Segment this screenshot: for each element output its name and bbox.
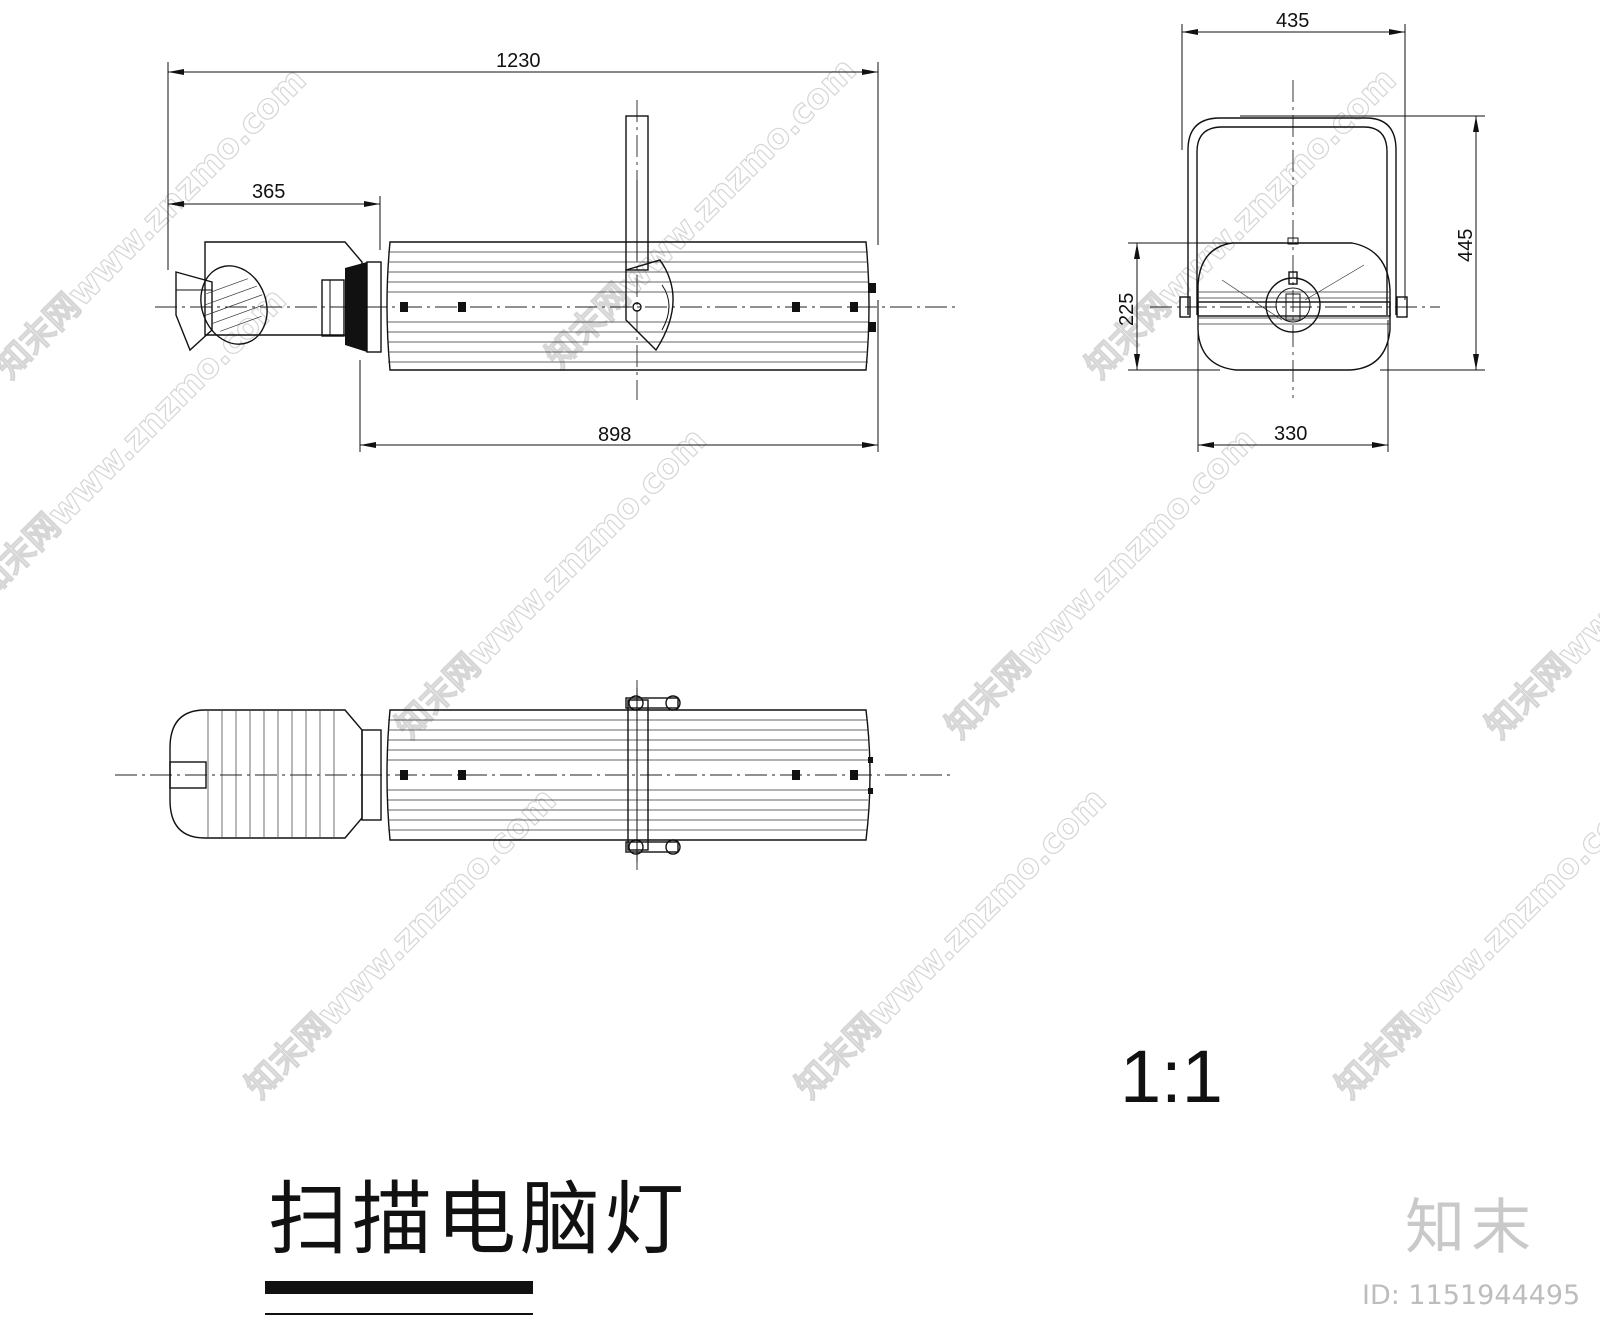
watermark-text: 知末网www.znzmo.com <box>1328 780 1600 1106</box>
dim-label-225: 225 <box>1116 293 1138 326</box>
top-view <box>115 680 955 870</box>
watermark-text: 知末网www.znzmo.com <box>238 780 564 1106</box>
dimension-body-width: 330 <box>1197 320 1389 452</box>
dim-label-445: 445 <box>1455 229 1477 262</box>
watermark-text: 知末网www.znzmo.com <box>1478 420 1600 746</box>
watermark-layer: 知末网www.znzmo.com 知末网www.znzmo.com 知末网www… <box>0 50 1600 1107</box>
dim-label-330: 330 <box>1274 423 1307 445</box>
dim-label-365: 365 <box>252 181 285 203</box>
dimension-head-length: 365 <box>168 181 381 250</box>
dim-label-898: 898 <box>598 424 631 446</box>
dimension-overall-height: 445 <box>1240 115 1485 371</box>
scale-label: 1:1 <box>1120 1035 1223 1118</box>
watermark-text: 知末网www.znzmo.com <box>0 60 314 386</box>
dim-label-1230: 1230 <box>496 50 541 72</box>
watermark-text: 知末网www.znzmo.com <box>1078 60 1404 386</box>
front-view: 435 445 225 330 <box>1116 10 1485 452</box>
dim-label-435: 435 <box>1276 10 1309 32</box>
brand-watermark: 知末 <box>1405 1193 1537 1263</box>
dimension-body-length: 898 <box>359 300 879 452</box>
dimension-yoke-width: 435 <box>1181 10 1406 300</box>
watermark-text: 知末网www.znzmo.com <box>538 50 864 376</box>
image-id-label: ID: 1151944495 <box>1362 1280 1581 1311</box>
side-view: 1230 365 898 <box>155 50 955 452</box>
watermark-text: 知末网www.znzmo.com <box>788 780 1114 1106</box>
dimension-overall-length: 1230 <box>167 50 879 270</box>
title-underline-thick <box>265 1281 533 1294</box>
watermark-text: 知末网www.znzmo.com <box>938 420 1264 746</box>
title-underline-thin <box>265 1313 533 1315</box>
drawing-title: 扫描电脑灯 <box>268 1173 688 1266</box>
